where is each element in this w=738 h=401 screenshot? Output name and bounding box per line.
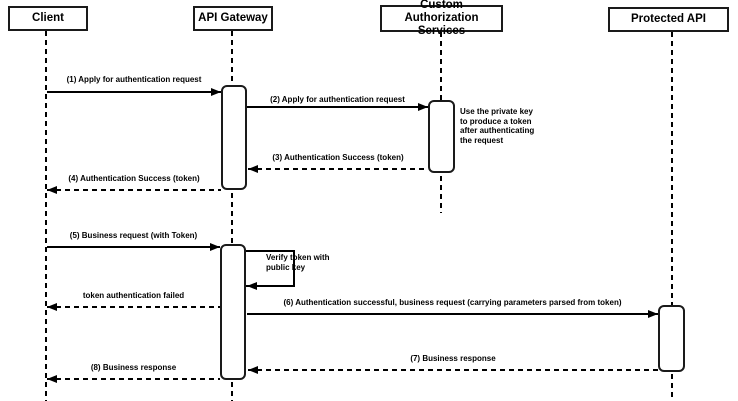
self-message-label: Verify token with public key — [266, 253, 330, 272]
lifeline-client — [45, 31, 47, 401]
message-label-token-failed: token authentication failed — [82, 291, 185, 300]
message-label-6: (6) Authentication successful, business … — [283, 298, 622, 307]
message-label-5: (5) Business request (with Token) — [69, 231, 198, 240]
arrowhead-left-icon — [248, 366, 258, 374]
arrowhead-left-icon — [47, 186, 57, 194]
message-label-1: (1) Apply for authentication request — [66, 75, 202, 84]
message-arrow-7 — [248, 369, 658, 371]
arrowhead-right-icon — [418, 103, 428, 111]
message-label-4: (4) Authentication Success (token) — [68, 174, 200, 183]
arrowhead-left-icon — [47, 375, 57, 383]
message-arrow-6 — [247, 313, 658, 315]
activation-custom-authorization-services — [428, 100, 455, 173]
lifeline-api-gateway — [231, 31, 233, 401]
arrowhead-right-icon — [211, 88, 221, 96]
activation-api-gateway-business — [220, 244, 246, 380]
arrowhead-left-icon — [248, 165, 258, 173]
note-private-key: Use the private key to produce a token a… — [460, 107, 535, 145]
message-arrow-4 — [47, 189, 221, 191]
message-label-3: (3) Authentication Success (token) — [272, 153, 404, 162]
actor-box-custom-authorization-services: Custom Authorization Services — [380, 0, 503, 37]
arrowhead-right-icon — [648, 310, 658, 318]
activation-protected-api — [658, 305, 685, 372]
actor-label-api-gateway: API Gateway — [198, 11, 268, 24]
message-label-7: (7) Business response — [410, 354, 496, 363]
message-arrow-1 — [47, 91, 221, 93]
message-arrow-2 — [247, 106, 428, 108]
message-label-2: (2) Apply for authentication request — [270, 95, 405, 104]
message-arrow-8 — [47, 378, 220, 380]
actor-label-protected-api: Protected API — [631, 12, 706, 25]
message-arrow-3 — [248, 168, 428, 170]
message-arrow-token-failed — [47, 306, 220, 308]
arrowhead-left-icon — [47, 303, 57, 311]
self-message-loop — [246, 250, 295, 287]
arrowhead-left-icon — [247, 282, 257, 290]
actor-label-client: Client — [32, 11, 64, 24]
activation-api-gateway-auth — [221, 85, 247, 190]
message-label-8: (8) Business response — [90, 363, 177, 372]
message-arrow-5 — [47, 246, 220, 248]
actor-box-api-gateway: API Gateway — [193, 6, 273, 31]
lifeline-protected-api — [671, 32, 673, 401]
actor-label-custom-authorization-services: Custom Authorization Services — [404, 0, 479, 38]
arrowhead-right-icon — [210, 243, 220, 251]
actor-box-protected-api: Protected API — [608, 7, 729, 32]
actor-box-client: Client — [8, 6, 88, 31]
